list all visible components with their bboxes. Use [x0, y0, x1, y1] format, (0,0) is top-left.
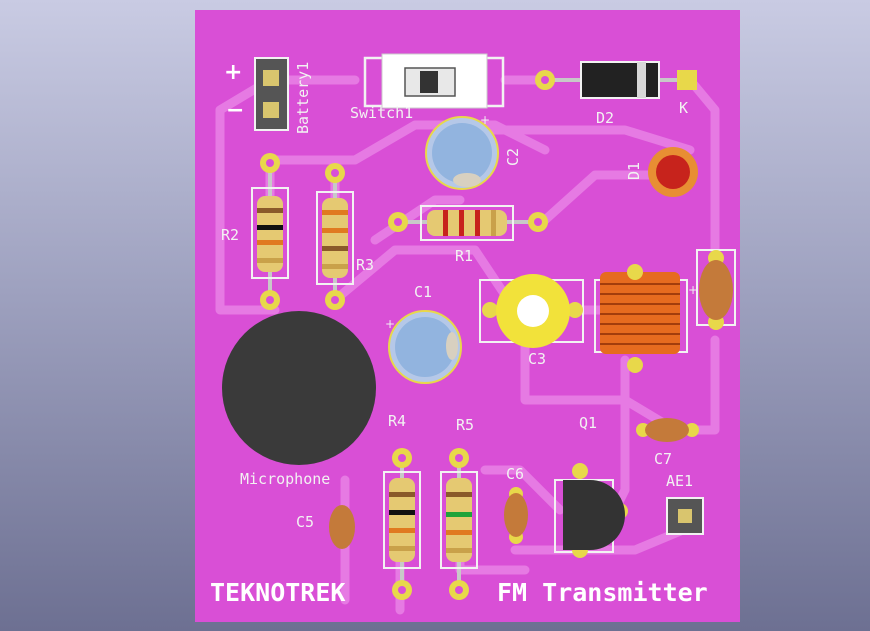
trimmer-capacitor-c3: [479, 274, 584, 348]
capacitor-c1: [388, 310, 462, 384]
transistor-q1: [554, 463, 628, 558]
slide-switch: [363, 53, 505, 109]
battery-minus-label: −: [226, 98, 245, 123]
microphone-label: Microphone: [240, 470, 331, 488]
diode-k-label: K: [679, 99, 689, 117]
resistor-r3: [316, 163, 354, 310]
d1-label: D1: [625, 161, 643, 180]
resistor-r5: [440, 448, 478, 600]
c1-plus-label: +: [385, 317, 396, 331]
ceramic-capacitor-c5: [329, 505, 355, 549]
switch-label: Switch1: [350, 104, 414, 122]
resistor-r2: [251, 153, 289, 310]
microphone: [222, 311, 376, 465]
c3-label: C3: [528, 350, 547, 368]
ae1-label: AE1: [666, 472, 694, 490]
antenna-pad-ae1: [666, 497, 704, 535]
diode-d2: [535, 61, 697, 99]
r2-label: R2: [221, 226, 240, 244]
q1-label: Q1: [579, 414, 598, 432]
r4-label: R4: [388, 412, 407, 430]
c5-label: C5: [296, 513, 315, 531]
capacitor-c2: [425, 116, 499, 190]
r5-label: R5: [456, 416, 475, 434]
battery-plus-label: +: [224, 60, 243, 85]
ceramic-capacitor-c6: [504, 487, 528, 544]
board-title-left: TEKNOTREK: [210, 578, 346, 607]
inductor-plus-label: +: [688, 283, 699, 297]
diode-d2-label: D2: [596, 109, 615, 127]
battery-header: [254, 57, 289, 131]
ceramic-capacitor-c7: [636, 418, 699, 442]
led-d1: [648, 147, 698, 197]
c7-label: C7: [654, 450, 673, 468]
resistor-r1: [388, 205, 548, 241]
resistor-r4: [383, 448, 421, 600]
r3-label: R3: [356, 256, 375, 274]
c2-plus-label: +: [480, 113, 491, 127]
pcb-board: [195, 10, 740, 622]
r1-label: R1: [455, 247, 474, 265]
board-title-right: FM Transmitter: [497, 578, 708, 607]
c6-label: C6: [506, 465, 525, 483]
ceramic-capacitor-right: [696, 249, 736, 330]
c2-label: C2: [504, 147, 522, 166]
c1-label: C1: [414, 283, 433, 301]
battery-label: Battery1: [294, 61, 312, 134]
inductor-coil: [594, 264, 688, 373]
